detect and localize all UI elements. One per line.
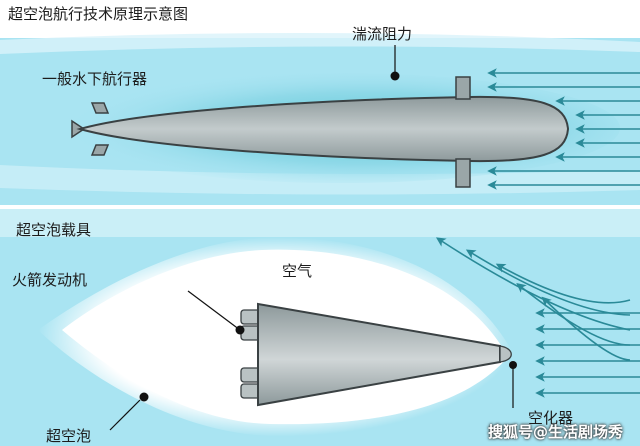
flow-arrows-top <box>487 68 640 190</box>
watermark: 搜狐号@生活剧场秀 <box>488 423 624 441</box>
vehicle-label: 一般水下航行器 <box>42 70 148 88</box>
panel-divider <box>0 205 640 209</box>
turbulence-callout-dot <box>390 71 400 81</box>
cavitator-callout-dot <box>509 361 517 369</box>
turbulence-drag-label: 湍流阻力 <box>352 25 413 43</box>
cavity-callout-dot <box>139 392 149 402</box>
underwater-vehicle <box>71 76 570 188</box>
air-label: 空气 <box>282 262 313 280</box>
rocket-engine-label: 火箭发动机 <box>12 271 88 289</box>
rocket-callout-dot <box>235 325 245 335</box>
top-panel-title: 超空泡航行技术原理示意图 <box>8 5 189 23</box>
supercavitating-vehicle <box>240 302 512 407</box>
flow-arrows-bottom <box>435 237 640 398</box>
supercavity-label: 超空泡 <box>46 427 92 445</box>
cavitator-label: 空化器 <box>528 409 574 427</box>
bottom-panel-title: 超空泡载具 <box>16 221 92 239</box>
flow-arrow <box>495 263 631 304</box>
